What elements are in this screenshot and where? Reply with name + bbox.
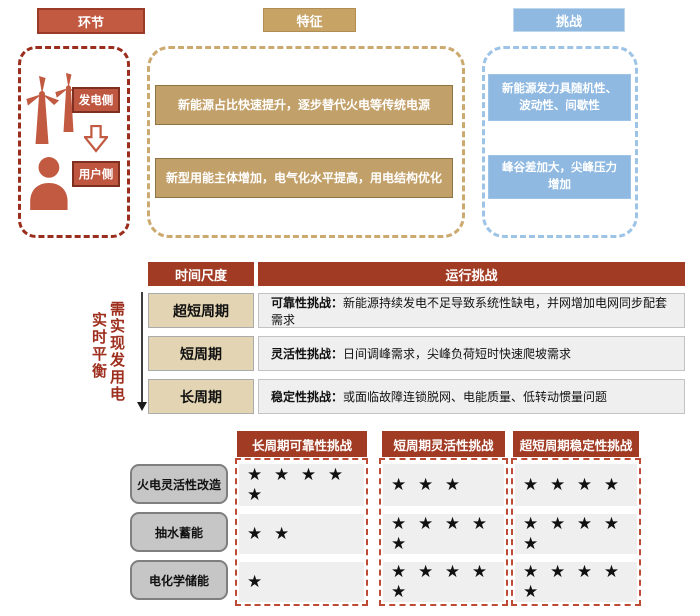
- cycle-table-scale-header: 时间尺度: [148, 262, 254, 286]
- star-rating: ★ ★ ★ ★ ★: [383, 562, 504, 602]
- feature-panel: [147, 46, 465, 238]
- technology-label: 电化学储能: [130, 560, 228, 600]
- rating-column: ★ ★ ★ ★ ★ ★ ★ ★: [235, 458, 368, 606]
- cycle-row-challenge: 稳定性挑战：或面临故障连锁脱网、电能质量、低转动惯量问题: [258, 379, 685, 414]
- star-rating: ★ ★ ★ ★ ★: [239, 464, 364, 506]
- generation-side-label: 发电侧: [72, 87, 120, 113]
- challenge-header: 挑战: [513, 8, 625, 32]
- star-rating: ★ ★ ★ ★: [515, 464, 637, 506]
- timeline-arrow: [137, 292, 147, 414]
- user-side-label: 用户侧: [72, 161, 120, 187]
- stage-header: 环节: [37, 8, 145, 34]
- star-rating: ★ ★ ★: [383, 464, 504, 506]
- challenge-box-generation: 新能源发力具随机性、波动性、间歇性: [488, 74, 631, 121]
- cycle-row-scale: 超短周期: [148, 293, 254, 328]
- star-rating: ★: [239, 562, 364, 602]
- feature-box-user: 新型用能主体增加，电气化水平提高，用电结构优化: [155, 158, 453, 198]
- challenge-panel: [482, 46, 638, 238]
- technology-label: 火电灵活性改造: [130, 464, 228, 504]
- star-rating: ★ ★: [239, 514, 364, 554]
- star-rating: ★ ★ ★ ★ ★: [515, 562, 637, 602]
- cycle-row-challenge: 可靠性挑战：新能源持续发电不足导致系统性缺电，并网增加电网同步配套需求: [258, 293, 685, 328]
- rating-column: ★ ★ ★ ★ ★ ★ ★ ★ ★ ★ ★ ★ ★ ★: [511, 458, 641, 606]
- rating-column-header: 超短周期稳定性挑战: [513, 431, 639, 457]
- star-rating: ★ ★ ★ ★ ★: [515, 514, 637, 554]
- feature-header: 特征: [263, 8, 356, 32]
- cycle-row-scale: 长周期: [148, 379, 254, 414]
- technology-label: 抽水蓄能: [130, 512, 228, 552]
- rating-column: ★ ★ ★ ★ ★ ★ ★ ★ ★ ★ ★ ★ ★: [379, 458, 508, 606]
- balance-note-line2: 实时平衡: [90, 312, 107, 380]
- star-rating: ★ ★ ★ ★ ★: [383, 514, 504, 554]
- challenge-box-user: 峰谷差加大，尖峰压力增加: [488, 155, 631, 199]
- feature-box-generation: 新能源占比快速提升，逐步替代火电等传统电源: [155, 85, 453, 125]
- cycle-table-challenge-header: 运行挑战: [258, 262, 685, 286]
- cycle-row-challenge: 灵活性挑战：日间调峰需求，尖峰负荷短时快速爬坡需求: [258, 336, 685, 371]
- flow-panel: [18, 46, 130, 238]
- balance-note-line1: 需实现发用电: [108, 301, 125, 403]
- rating-column-header: 短周期灵活性挑战: [382, 431, 505, 457]
- rating-column-header: 长周期可靠性挑战: [237, 431, 367, 457]
- arrow-down-icon: [82, 124, 110, 159]
- cycle-row-scale: 短周期: [148, 336, 254, 371]
- person-icon: [28, 156, 76, 215]
